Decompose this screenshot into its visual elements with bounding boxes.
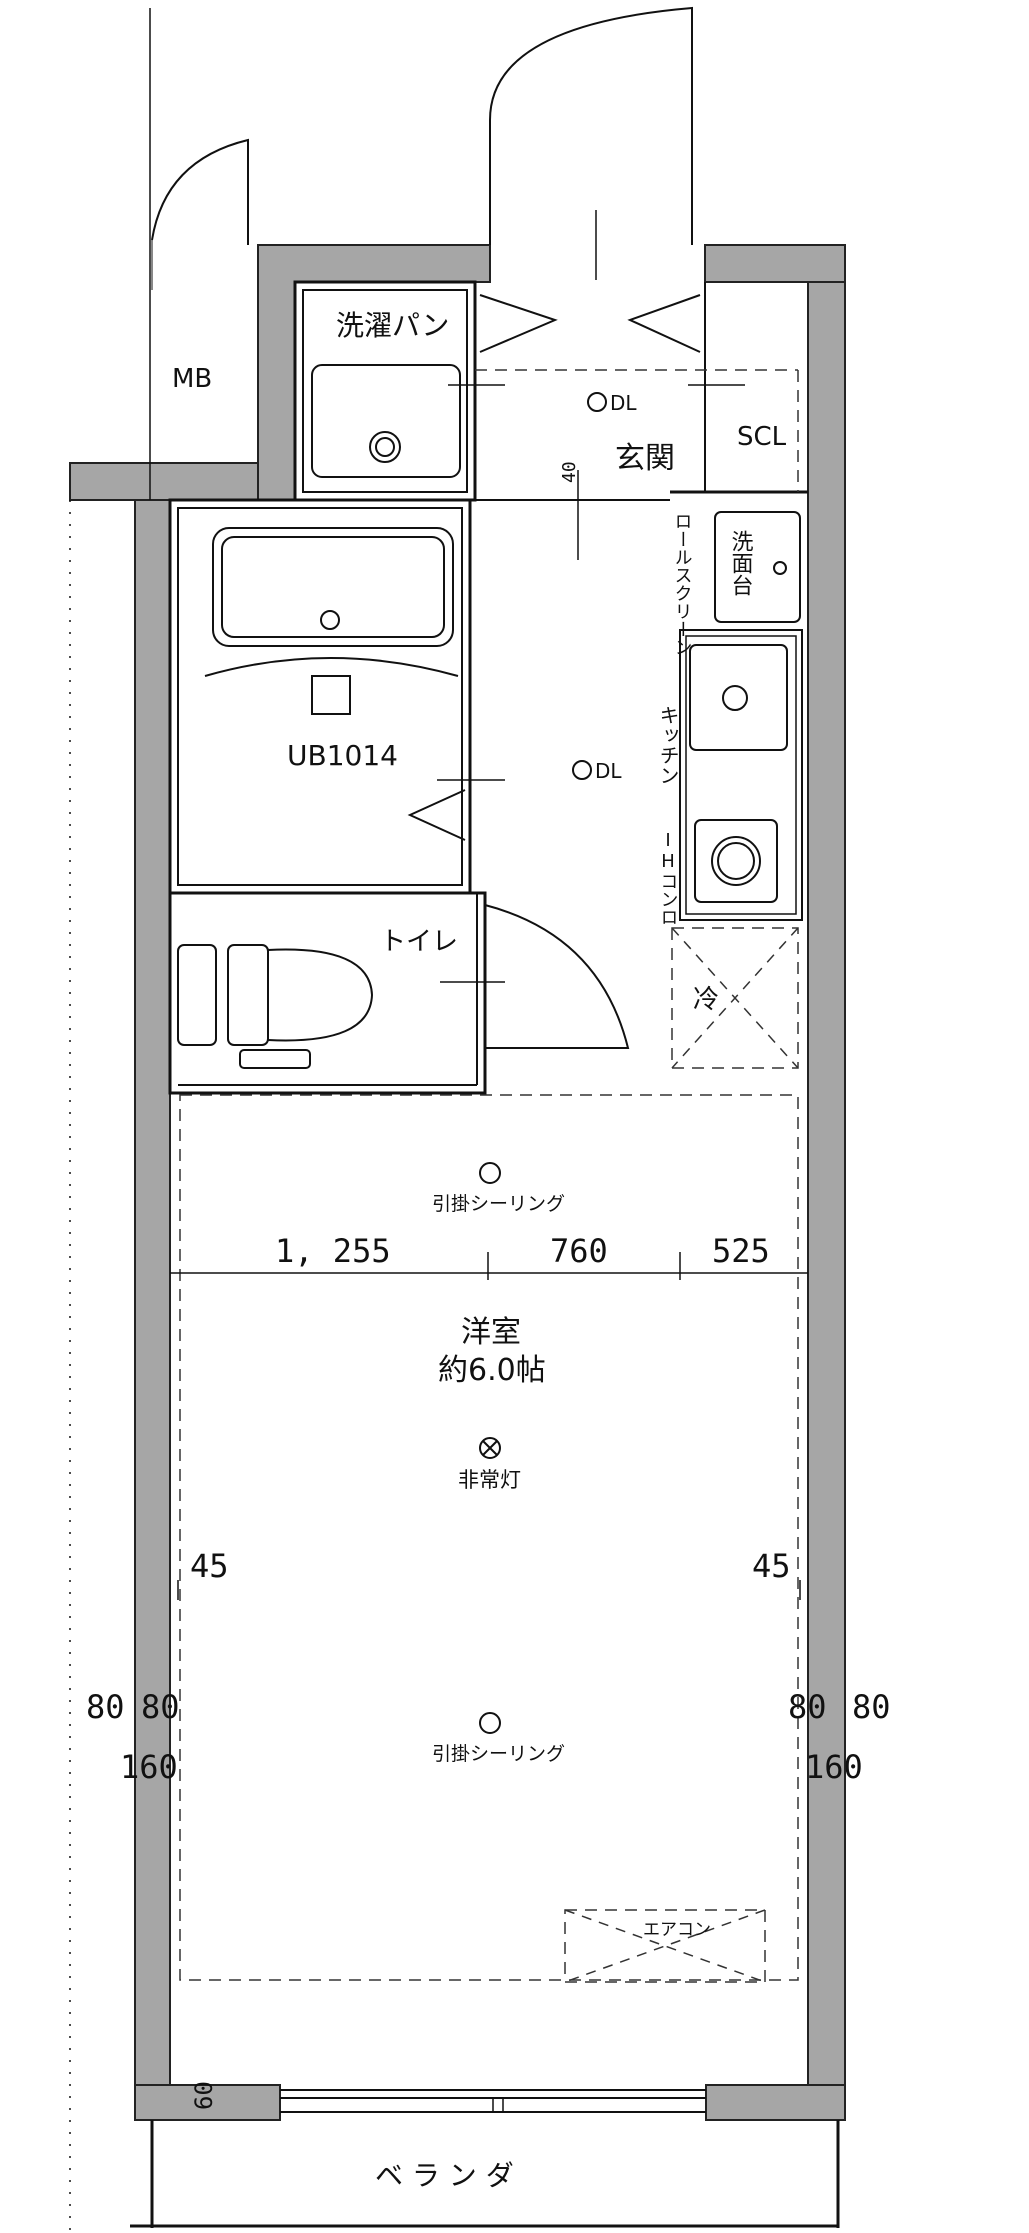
- emergency-light-label: 非常灯: [458, 1468, 521, 1492]
- vertical-labels: ロールスクリーン 洗面台 キッチン IHコンロ: [656, 512, 754, 926]
- dimension-lines: [69, 8, 808, 2233]
- dl-entrance-label: DL: [610, 391, 637, 415]
- entrance-tri-left: [479, 294, 558, 353]
- entrance-tri-right: [627, 294, 701, 353]
- dim-525: 525: [712, 1232, 770, 1270]
- dl-hall-label: DL: [595, 759, 622, 783]
- dim-40: 40: [559, 461, 580, 483]
- bottom-wall-left: [134, 2084, 281, 2121]
- dim-760: 760: [550, 1232, 608, 1270]
- doors: [151, 6, 745, 1049]
- bath-room-wall-inner: [177, 507, 463, 886]
- dim-160-right: 160: [805, 1748, 863, 1786]
- ceiling-light-icon-1: [479, 1162, 501, 1184]
- dim-45-left: 45: [190, 1547, 229, 1585]
- dim-80-left-1: 80: [86, 1688, 125, 1726]
- ih-stove-label: IHコンロ: [658, 830, 679, 926]
- ceiling-light-label-1: 引掛シーリング: [432, 1193, 565, 1215]
- washbasin-label: 洗面台: [728, 530, 754, 596]
- kitchen-counter: [679, 629, 803, 921]
- cross-lines: [564, 927, 799, 1983]
- dim-80-right-2: 80: [852, 1688, 891, 1726]
- western-room-label: 洋室: [461, 1315, 521, 1350]
- washbasin: [714, 511, 801, 623]
- ceiling-light-label-2: 引掛シーリング: [432, 1743, 565, 1765]
- mb-label: MB: [172, 364, 212, 394]
- aircon-dash: [564, 1909, 766, 1983]
- dim-60: 60: [190, 2081, 218, 2110]
- kitchen-sink: [689, 644, 788, 751]
- fridge-label: 冷: [693, 985, 719, 1015]
- emergency-light-icon: [479, 1437, 501, 1459]
- dl-entrance-icon: [587, 392, 607, 412]
- outer-walls: [69, 244, 846, 2121]
- dim-45-right: 45: [752, 1547, 791, 1585]
- entrance-label: 玄関: [615, 441, 675, 476]
- roll-screen-label: ロールスクリーン: [672, 512, 693, 656]
- dim-80-left-2: 80: [141, 1688, 180, 1726]
- light-fixtures: [479, 392, 607, 1734]
- room-dash-border: [179, 1094, 799, 1981]
- dim-160-left: 160: [120, 1748, 178, 1786]
- washer-pan: [311, 364, 461, 478]
- veranda: [130, 2120, 840, 2228]
- kitchen-counter-inner: [685, 635, 797, 915]
- mb-door: [151, 138, 249, 245]
- bathtub: [204, 527, 459, 715]
- aircon-label: エアコン: [643, 1920, 711, 1940]
- room-size-label: 約6.0帖: [438, 1353, 546, 1388]
- fridge-dash: [671, 927, 799, 1069]
- bath-room-wall: [168, 498, 472, 895]
- washer-closet-wall-inner: [302, 289, 468, 493]
- left-wall: [134, 499, 171, 2094]
- bath-label: UB1014: [287, 739, 398, 772]
- entrance-door: [489, 6, 693, 245]
- right-wall: [807, 244, 846, 2094]
- toilet-label: トイレ: [380, 927, 458, 957]
- dim-1255: 1, 255: [275, 1232, 391, 1270]
- ih-stove: [694, 819, 778, 903]
- toilet-wall: [168, 891, 487, 1095]
- toilet-door: [484, 903, 630, 1049]
- veranda-label: ベ ラ ン ダ: [375, 2159, 514, 2192]
- window: [280, 2089, 706, 2113]
- ceiling-light-icon-2: [479, 1712, 501, 1734]
- fixture-labels: DL DL 引掛シーリング 非常灯 引掛シーリング エアコン: [432, 391, 711, 1940]
- room-labels: 洗濯パン MB 玄関 SCL UB1014 トイレ 冷 洋室 約6.0帖 ベ ラ…: [172, 309, 787, 2192]
- dashed-lines: [179, 369, 799, 1983]
- bath-door: [407, 789, 466, 841]
- dl-hall-icon: [572, 760, 592, 780]
- scl-label: SCL: [737, 422, 787, 452]
- mb-wall: [69, 462, 259, 501]
- kitchen-label: キッチン: [656, 705, 680, 785]
- dimension-labels: 1, 255 760 525 45 45 80 80 160 80 80 160…: [86, 461, 891, 2110]
- toilet: [177, 944, 374, 1069]
- top-wall-right: [704, 244, 846, 283]
- bottom-wall-right: [705, 2084, 846, 2121]
- washer-pan-label: 洗濯パン: [336, 309, 449, 342]
- washer-closet-wall: [293, 280, 477, 502]
- dim-80-right-1: 80: [788, 1688, 827, 1726]
- interior-partitions: [168, 280, 808, 1095]
